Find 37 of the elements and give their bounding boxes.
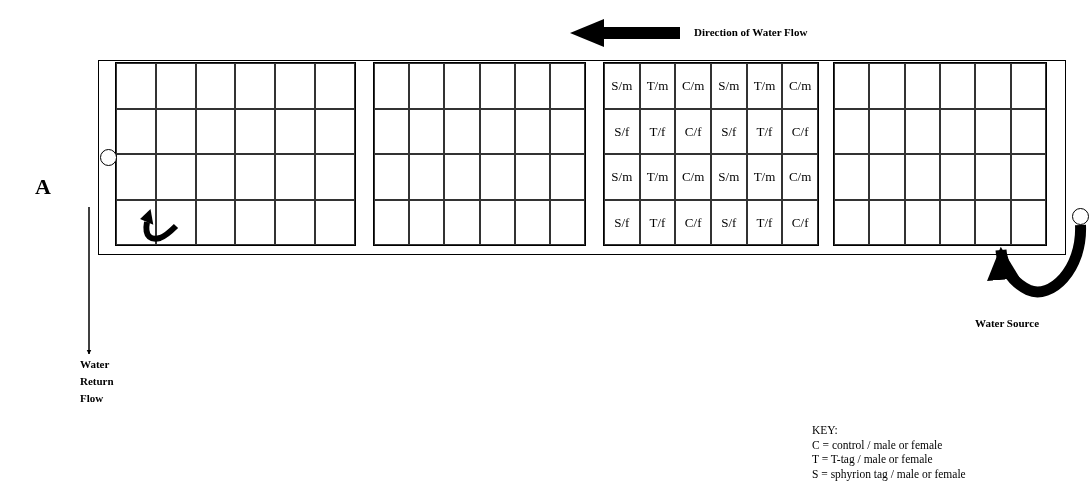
tank-cell: S/f (604, 199, 640, 245)
tank-cell: C/m (782, 154, 818, 200)
tank-cell: S/f (711, 199, 747, 245)
tank-cell: C/f (675, 108, 711, 154)
tank-cell: S/m (604, 154, 640, 200)
direction-label: Direction of Water Flow (694, 25, 808, 40)
key-text: T = T-tag / male or female (812, 452, 934, 467)
tank-cell: S/m (711, 154, 747, 200)
tank-cell: C/m (782, 63, 818, 109)
flow-arrow (988, 224, 1086, 298)
key-text: C = control / male or female (812, 437, 944, 452)
tank-cell: S/m (604, 63, 640, 109)
tank-cell: T/f (746, 108, 783, 154)
tank-cell: T/m (746, 154, 783, 200)
tank-cell: C/m (675, 63, 711, 109)
outlet-hole (1072, 208, 1089, 225)
tank-cell: S/m (711, 63, 747, 109)
tank-cell: C/m (675, 154, 711, 200)
tank-cell: S/f (711, 108, 747, 154)
flow-label: Water Return Flow (80, 356, 124, 410)
flow-label: Water Source (975, 315, 1075, 331)
key-text: KEY: (812, 423, 839, 438)
tank-cell: T/f (639, 108, 676, 154)
tank-cell: T/f (639, 199, 676, 245)
tank-cell: T/m (746, 63, 783, 109)
outlet-hole (100, 149, 117, 166)
tank-cell: C/f (782, 199, 818, 245)
flow-arrow (86, 206, 92, 355)
tank-cell: C/f (675, 199, 711, 245)
tank-cell: T/f (746, 199, 783, 245)
tank-cell: T/m (639, 154, 676, 200)
raceway-tank (98, 60, 1066, 255)
tank-cell: S/f (604, 108, 640, 154)
panel-letter: A (35, 173, 51, 201)
tank-cell: T/m (639, 63, 676, 109)
tank-cell: C/f (782, 108, 818, 154)
key-text: S = sphyrion tag / male or female (812, 466, 966, 481)
